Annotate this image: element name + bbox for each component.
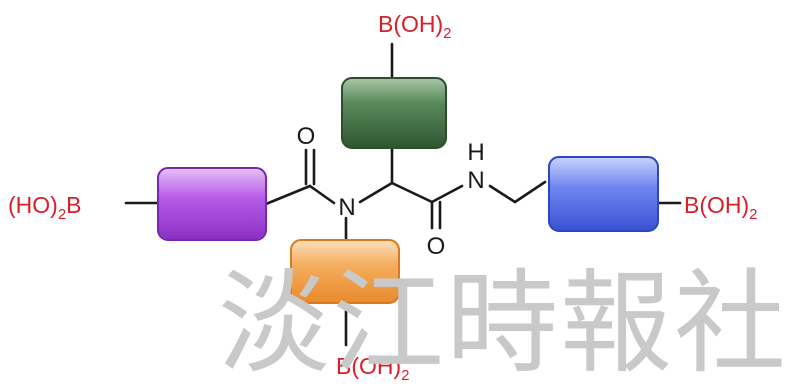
bond-alpha-carbonyl [390, 181, 434, 204]
bond-alpha-n [358, 181, 394, 204]
boronic-left-label: (HO)2B [8, 192, 82, 223]
boronic-top-label: B(OH)2 [378, 11, 452, 42]
amide-n-label: N [467, 167, 484, 194]
bond-acyl-purple [264, 184, 312, 206]
purple-block [157, 167, 267, 241]
bond-nh-ch2 [488, 184, 517, 204]
blue-block [548, 156, 659, 232]
boronic-bottom-label: B(OH)2 [336, 353, 410, 384]
oxygen-right-label: O [427, 233, 446, 260]
nitrogen-center-label: N [338, 194, 355, 221]
bond-ch2-blue [513, 180, 547, 204]
bond-lines [124, 42, 682, 347]
bond-n-acyl [308, 184, 336, 205]
amide-h-label: H [467, 139, 484, 166]
oxygen-left-label: O [297, 123, 316, 150]
watermark-text: 淡江時報社 [218, 259, 788, 389]
boronic-right-label: B(OH)2 [684, 192, 758, 223]
green-block [341, 77, 447, 149]
bond-carbonyl-nh [430, 184, 464, 204]
orange-block [290, 239, 400, 304]
